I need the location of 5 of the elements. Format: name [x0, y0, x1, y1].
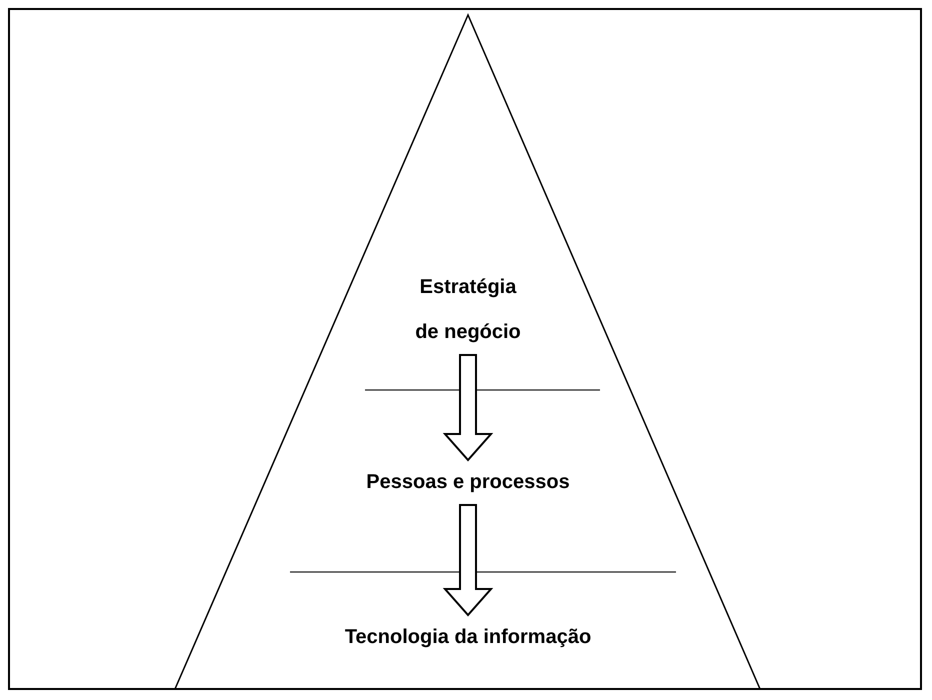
layer-label: Estratégia de negócio	[414, 275, 522, 345]
layer-label: Pessoas e processos	[366, 470, 570, 495]
layer-label: Tecnologia da informação	[344, 625, 592, 650]
block-arrow	[442, 354, 494, 462]
block-arrow	[442, 504, 494, 616]
